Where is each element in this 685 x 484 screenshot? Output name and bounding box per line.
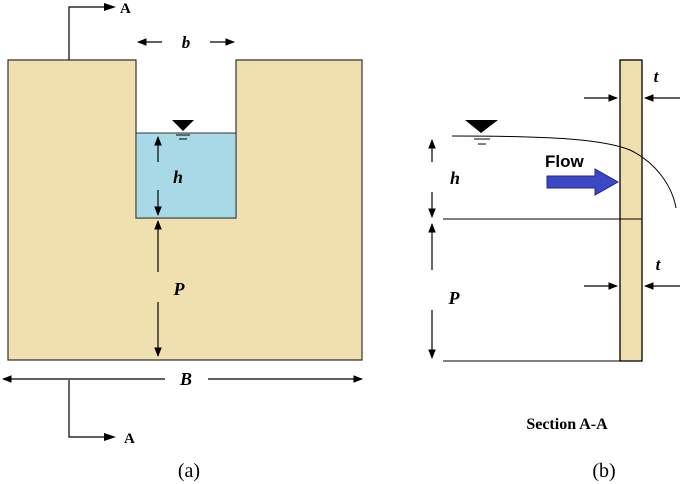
section-title: Section A-A	[526, 416, 608, 433]
section-mark-top: A	[120, 1, 131, 17]
section-mark-bottom: A	[124, 431, 135, 447]
panel-a: A A b h P B (a)	[2, 1, 363, 482]
weir-plate-section	[619, 59, 643, 362]
water-in-notch	[135, 132, 237, 219]
thickness-label-top: t	[654, 67, 660, 86]
weir-plate-front-view	[7, 59, 363, 361]
nappe-profile	[451, 135, 677, 209]
thickness-label-bottom: t	[656, 255, 662, 274]
section-cut-top	[68, 3, 116, 60]
water-surface-symbol	[172, 120, 194, 140]
caption-b: (b)	[592, 460, 615, 482]
caption-a: (a)	[178, 460, 200, 482]
section-cut-bottom	[68, 380, 116, 441]
flow-label: Flow	[545, 152, 584, 171]
water-surface-symbol-b	[465, 120, 498, 145]
weir-height-label-b: P	[448, 288, 461, 308]
head-label: h	[173, 167, 183, 187]
head-label-b: h	[450, 168, 460, 188]
weir-height-label: P	[173, 279, 186, 299]
panel-b: Flow t t h P Section A-A (b)	[428, 59, 680, 482]
total-width-label: B	[179, 369, 192, 389]
notch-width-label: b	[182, 33, 191, 52]
flow-arrow	[546, 168, 620, 196]
